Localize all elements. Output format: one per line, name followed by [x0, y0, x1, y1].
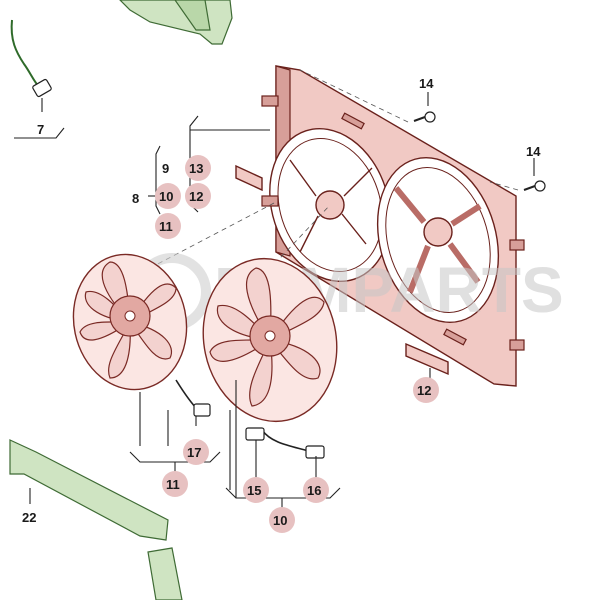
callout-12-lower: 12 [417, 383, 431, 398]
callout-12-upper: 12 [189, 189, 203, 204]
callout-14-upper: 14 [419, 76, 434, 91]
lower-bracket-part [9, 439, 183, 600]
callout-8: 8 [132, 191, 139, 206]
callout-17: 17 [187, 445, 201, 460]
rubber-pad-lower [405, 342, 449, 376]
callout-14-right: 14 [526, 144, 541, 159]
callout-11-upper: 11 [159, 219, 173, 234]
callout-labels: 7 14 14 9 13 10 12 8 11 12 17 11 15 16 1… [22, 76, 541, 528]
screw-upper [413, 111, 436, 123]
watermark: PAMPARTS [133, 253, 564, 331]
callout-9: 9 [162, 161, 169, 176]
screw-right [523, 180, 546, 192]
rubber-pad-upper [235, 164, 263, 192]
callout-13: 13 [189, 161, 203, 176]
callout-7: 7 [37, 122, 44, 137]
fan-shroud-frame [261, 65, 525, 387]
callout-bubbles [155, 155, 439, 533]
callout-10-upper: 10 [159, 189, 173, 204]
callout-16: 16 [307, 483, 321, 498]
callout-11-lower: 11 [166, 477, 180, 492]
callout-10-lower: 10 [273, 513, 287, 528]
large-fan-part [202, 257, 338, 459]
wire-harness-part [10, 19, 52, 98]
callout-15: 15 [247, 483, 261, 498]
small-fan-part [72, 253, 211, 417]
top-bracket-part [119, 0, 233, 45]
callout-22: 22 [22, 510, 36, 525]
